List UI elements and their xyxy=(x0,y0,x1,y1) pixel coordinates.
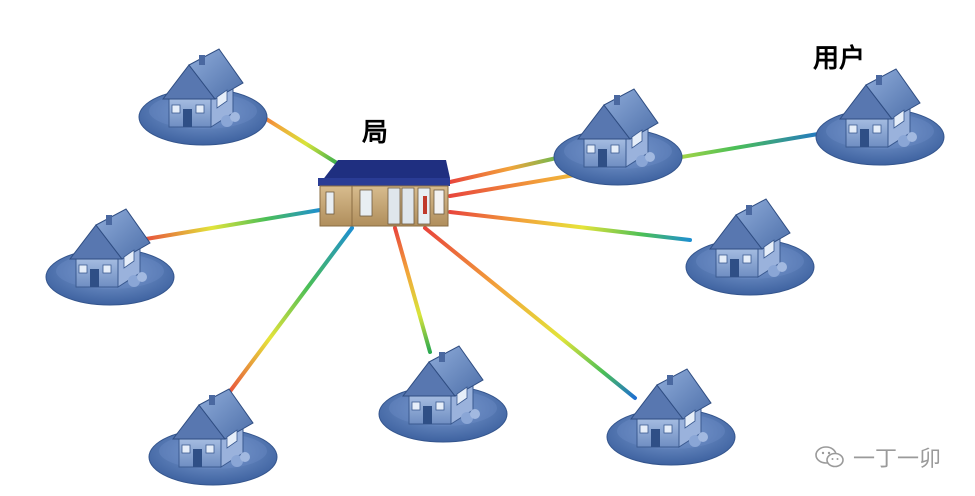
house-right xyxy=(685,198,815,296)
link-top-left xyxy=(253,110,342,167)
central-office-label: 局 xyxy=(362,118,389,148)
connection-lines xyxy=(138,110,832,400)
house-top-center xyxy=(553,88,683,186)
house-bottom-left xyxy=(148,388,278,486)
wechat-icon xyxy=(815,446,844,468)
watermark: 一丁一卯 xyxy=(815,441,941,473)
link-top-center xyxy=(448,153,572,184)
link-right xyxy=(448,210,692,242)
user-label: 用户 xyxy=(813,44,866,74)
central-office-building xyxy=(318,160,450,227)
link-bottom-center xyxy=(393,226,432,354)
link-left xyxy=(138,208,322,242)
link-bottom-right xyxy=(423,226,637,400)
link-bottom-left xyxy=(223,226,354,400)
house-left xyxy=(45,208,175,306)
house-bottom-center xyxy=(378,345,508,443)
house-top-right xyxy=(815,68,945,166)
house-bottom-right xyxy=(606,368,736,466)
house-top-left xyxy=(138,48,268,146)
watermark-text: 一丁一卯 xyxy=(853,447,942,472)
